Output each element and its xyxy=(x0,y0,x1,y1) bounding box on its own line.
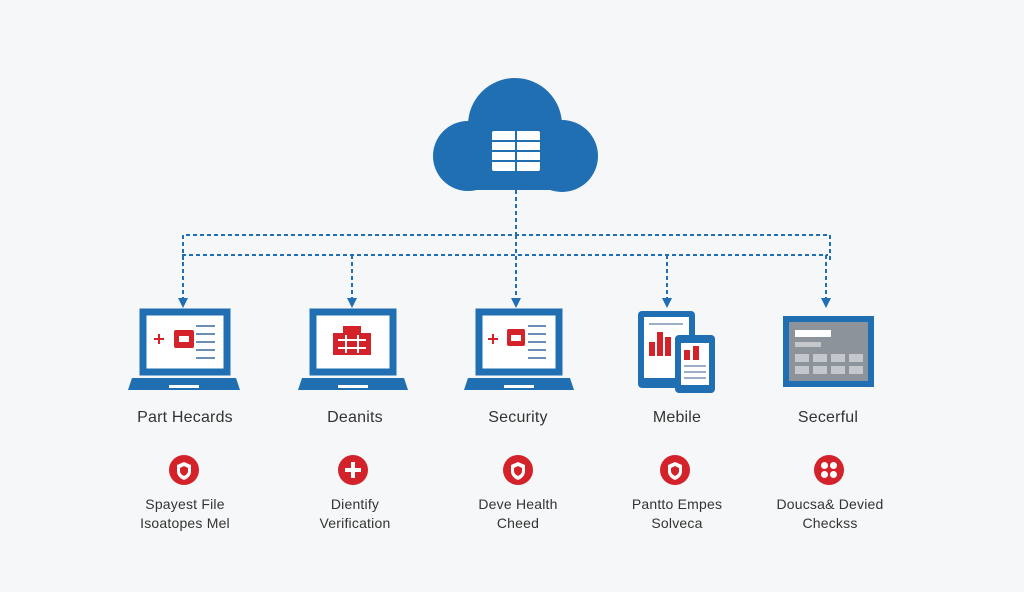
description-line: Spayest File xyxy=(145,496,225,512)
node-title: Mebile xyxy=(652,409,702,426)
shield-icon xyxy=(503,455,533,485)
description-line: Isoatopes Mel xyxy=(140,515,230,531)
description-line: Solveca xyxy=(651,515,703,531)
description-line: Verification xyxy=(319,515,391,531)
laptop-icon xyxy=(464,308,574,390)
cloud-node xyxy=(433,78,598,192)
description-line: Checkss xyxy=(802,515,858,531)
node-description: Pantto Empes Solveca xyxy=(592,495,762,533)
description-line: Doucsa& Devied xyxy=(776,496,884,512)
grid-icon xyxy=(814,455,844,485)
monitor-dashboard-icon xyxy=(783,316,874,387)
node-title: Secerful xyxy=(797,409,859,426)
node-description: Spayest File Isoatopes Mel xyxy=(100,495,270,533)
description-line: Deve Health xyxy=(478,496,558,512)
node-title: Deanits xyxy=(327,409,383,426)
node-description: Dientify Verification xyxy=(270,495,440,533)
node-description: Deve Health Cheed xyxy=(433,495,603,533)
shield-icon xyxy=(169,455,199,485)
node-title: Security xyxy=(488,409,548,426)
plus-icon xyxy=(338,455,368,485)
laptop-icon xyxy=(128,308,240,390)
tablet-phone-icon xyxy=(638,311,715,393)
description-line: Pantto Empes xyxy=(631,496,723,512)
node-description: Doucsa& Devied Checkss xyxy=(745,495,915,533)
description-line: Cheed xyxy=(496,515,540,531)
shield-icon xyxy=(660,455,690,485)
description-line: Dientify xyxy=(330,496,380,512)
connector-lines xyxy=(178,190,831,308)
server-rack-icon xyxy=(492,131,540,171)
laptop-icon xyxy=(298,308,408,390)
node-title: Part Hecards xyxy=(137,409,233,426)
